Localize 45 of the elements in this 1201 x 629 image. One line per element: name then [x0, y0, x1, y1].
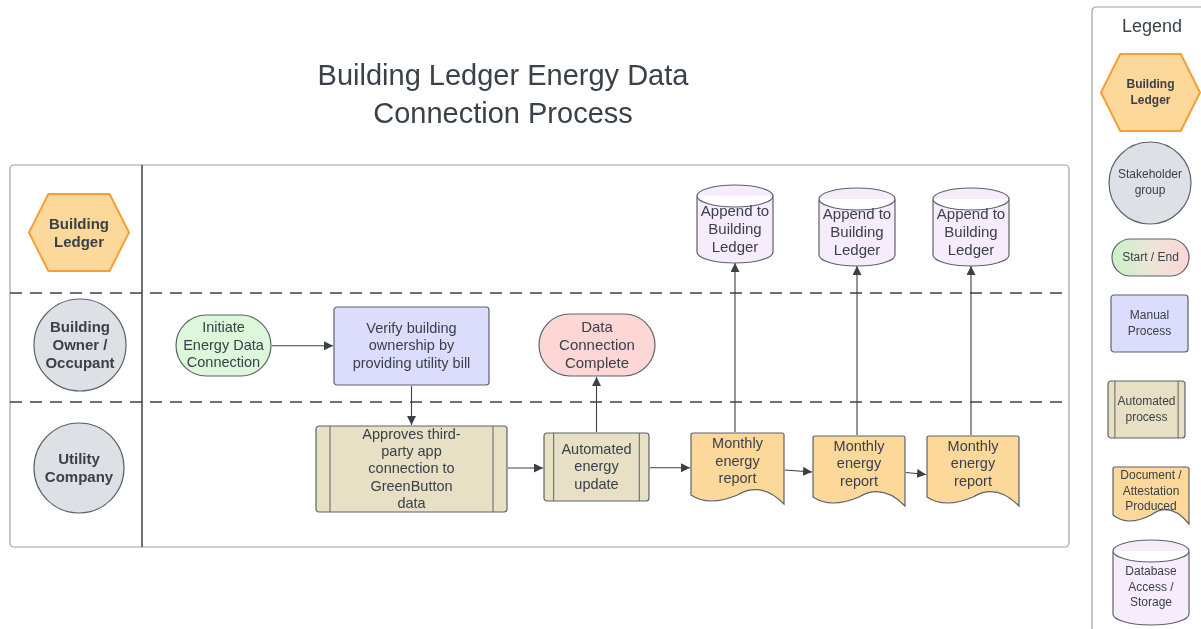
arrow: [407, 385, 416, 426]
stakeholder-circle: [33, 422, 125, 514]
node-label: Approves third-party app connection to GreenButton data: [361, 425, 462, 513]
legend-label: Document / Attestation Produced: [1119, 468, 1183, 515]
process-box: [333, 306, 490, 386]
arrow: [784, 466, 813, 476]
document-shape: [812, 435, 906, 507]
node-label: Data Connection Complete: [558, 318, 636, 372]
arrow: [649, 463, 691, 473]
legend-label: Automated process: [1116, 393, 1177, 426]
stakeholder-circle: [33, 298, 127, 392]
arrow: [905, 469, 927, 478]
legend-heading: Legend: [1120, 15, 1184, 37]
legend-label: Database Access / Storage: [1124, 564, 1178, 611]
node-label: Append to Building Ledger: [699, 202, 771, 256]
automated-process-box: [315, 425, 508, 513]
diagram-title: Building Ledger Energy Data Connection Process: [316, 58, 690, 131]
node-label: Monthly energy report: [711, 435, 764, 488]
database-cylinder: [696, 185, 774, 263]
node-label: Automated energy update: [560, 440, 633, 494]
node-label: Append to Building Ledger: [821, 205, 893, 259]
node-label: Verify building ownership by providing utility bill: [351, 319, 472, 373]
arrow: [730, 262, 740, 433]
node-label: Building Ledger: [48, 214, 110, 251]
document-shape: [690, 432, 785, 505]
node-label: Utility Company: [43, 450, 115, 486]
arrow: [507, 463, 544, 473]
node-label: Initiate Energy Data Connection: [182, 319, 265, 372]
arrow: [592, 376, 601, 433]
hexagon-node: [28, 193, 130, 272]
automated-process-box: [543, 432, 650, 502]
database-cylinder: [932, 188, 1010, 266]
legend-label: Manual Process: [1126, 307, 1173, 340]
arrow: [966, 265, 976, 436]
legend-label: Stakeholder group: [1116, 167, 1183, 199]
node-label: Append to Building Ledger: [935, 205, 1007, 259]
legend-label: Start / End: [1121, 249, 1180, 266]
legend-label: Building Ledger: [1125, 76, 1176, 109]
document-shape: [926, 435, 1020, 507]
arrow: [852, 265, 862, 436]
arrow: [271, 341, 334, 351]
database-cylinder: [818, 188, 896, 266]
node-label: Building Owner / Occupant: [44, 318, 116, 372]
node-label: Monthly energy report: [946, 437, 1000, 491]
node-label: Monthly energy report: [832, 437, 886, 491]
